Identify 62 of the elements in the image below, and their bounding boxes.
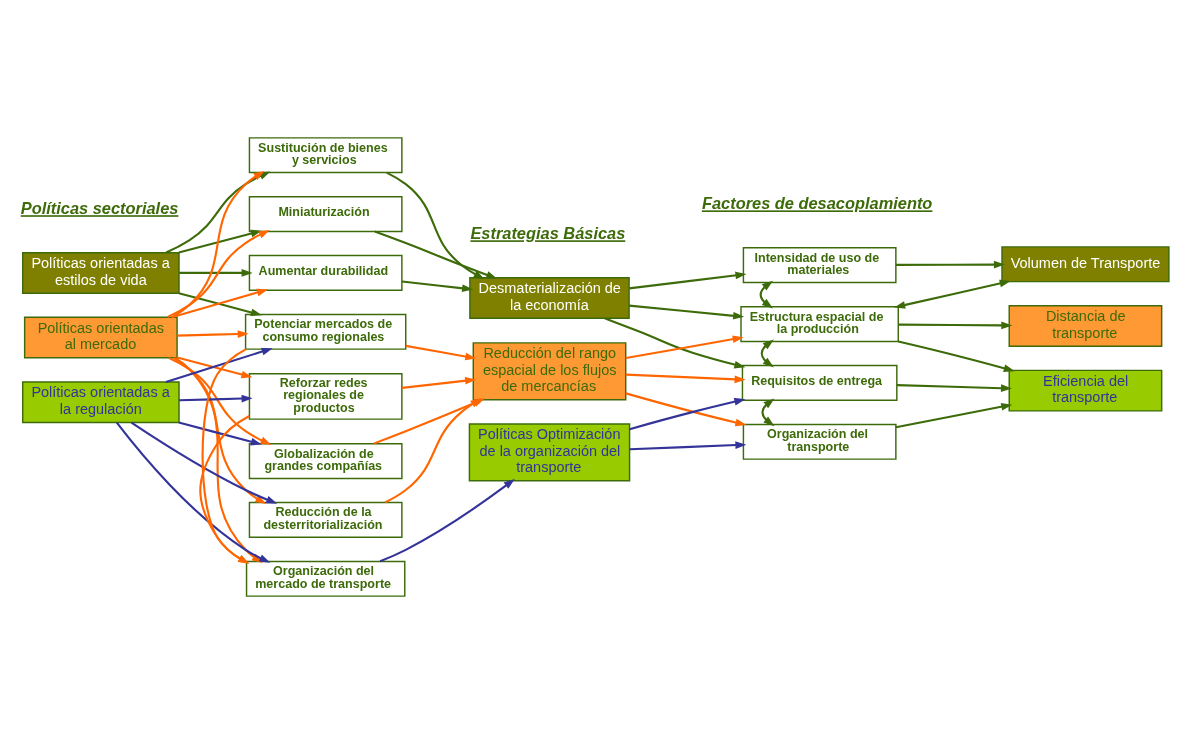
label: Políticas sectoriales (20, 198, 179, 217)
node-box: Volumen de Transporte (1001, 245, 1170, 282)
node-box: Políticas orientadas al mercado (23, 316, 178, 359)
node-box: Reducción del rango espacial de los flujos de mercancías (472, 341, 627, 401)
arrow (168, 356, 272, 445)
node-box: Políticas Optimización de la organización del transporte (468, 422, 631, 482)
label: Estrategias Básicas (470, 223, 626, 242)
arrow (894, 279, 1011, 309)
arrow (401, 376, 477, 389)
node-box: Organización del transporte (742, 423, 897, 460)
arrow (896, 383, 1012, 392)
node-box: Globalización de grandes compañías (248, 442, 403, 479)
arrow (405, 344, 477, 360)
arrow (178, 229, 262, 254)
arrow (386, 171, 485, 279)
arrow (379, 478, 515, 562)
arrow (179, 394, 253, 402)
arrow (604, 316, 746, 368)
arrow (199, 414, 250, 564)
node-box: Intensidad de uso de materiales (742, 246, 897, 283)
arrow (384, 397, 482, 503)
arrow (179, 268, 253, 277)
node-box: Aumentar durabilidad (248, 254, 403, 291)
arrow (625, 391, 747, 426)
arrow (895, 402, 1013, 428)
node-box: Reforzar redes regionales de productos (248, 372, 403, 420)
node-box: Distancia de transporte (1008, 304, 1163, 347)
arrow (625, 373, 746, 383)
arrow (629, 271, 747, 289)
arrow (201, 347, 250, 564)
arrow (629, 440, 747, 450)
node-box: Políticas orientadas a estilos de vida (22, 251, 180, 294)
node-box: Requisitos de entrega (741, 364, 898, 401)
arrow (165, 347, 273, 383)
node-box: Potenciar mercados de consumo regionales (244, 313, 407, 350)
arrow (178, 421, 262, 445)
arrow (130, 421, 278, 504)
arrow (898, 339, 1015, 372)
arrow (895, 260, 1005, 268)
arrow (759, 280, 773, 308)
node-box: Políticas orientadas a la regulación (22, 380, 180, 423)
arrow (625, 334, 744, 359)
node-box: Eficiencia del transporte (1008, 369, 1163, 412)
node-box: Sustitución de bienes y servicios (248, 136, 403, 173)
arrow (629, 304, 745, 320)
arrow (401, 279, 474, 292)
node-box: Estructura espacial de la producción (740, 305, 899, 342)
arrow (171, 288, 268, 318)
arrow (177, 329, 249, 338)
node-box: Reducción de la desterritorialización (248, 501, 403, 538)
arrow (374, 229, 498, 279)
arrow (178, 291, 262, 316)
arrow (177, 355, 253, 378)
label: Factores de desacoplamiento (701, 193, 933, 212)
arrow (173, 356, 267, 504)
node-box: Desmaterialización de la economía (469, 276, 630, 319)
arrow (629, 397, 746, 430)
node-box: Miniaturización (248, 195, 403, 232)
node-box: Organización del mercado de transporte (245, 560, 406, 597)
arrow (171, 170, 265, 318)
arrow (166, 229, 270, 318)
arrow (898, 321, 1013, 329)
